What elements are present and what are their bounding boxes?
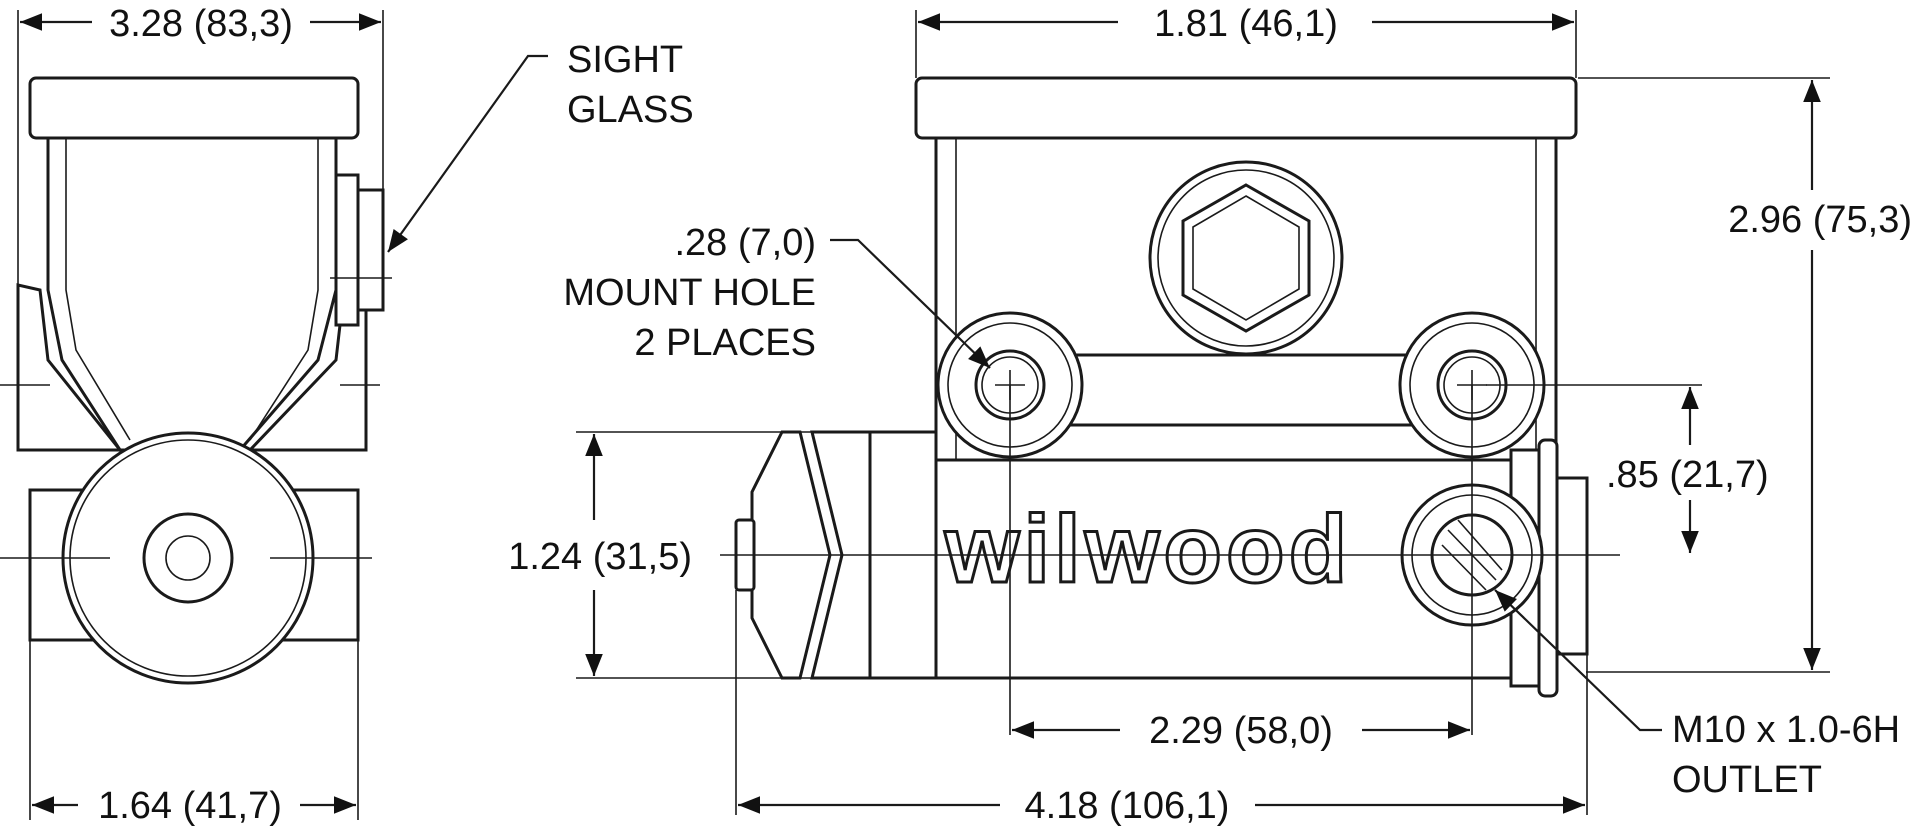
dim-height: 2.96 (75,3) (1728, 80, 1912, 670)
sight-glass-bezel (334, 173, 360, 327)
mount-flange-left (16, 283, 124, 452)
dim-label-overall-length: 4.18 (106,1) (1025, 785, 1230, 827)
outlet-label-line1: M10 x 1.0-6H (1672, 709, 1900, 751)
dim-top-width: 1.81 (46,1) (918, 3, 1574, 45)
dim-left-width: 3.28 (83,3) (20, 3, 381, 45)
dim-label-hole-to-bore: .85 (21,7) (1606, 454, 1769, 496)
reservoir-cap-side (28, 76, 360, 140)
dim-bore-height: 1.24 (31,5) (508, 434, 692, 676)
mount-hole-label-line1: .28 (7,0) (674, 222, 816, 264)
sight-glass-label-line1: SIGHT (567, 39, 683, 81)
bore-end-plug (1555, 476, 1589, 656)
wilwood-logo: wilwood (944, 496, 1352, 603)
dim-label-hole-spacing: 2.29 (58,0) (1149, 710, 1333, 752)
callout-outlet: M10 x 1.0-6H OUTLET (1494, 589, 1900, 801)
reservoir-cap-front (914, 76, 1578, 140)
bore-port-outer (142, 512, 234, 604)
dim-label-height: 2.96 (75,3) (1728, 199, 1912, 241)
dim-overall-length: 4.18 (106,1) (738, 785, 1585, 827)
dim-hole-to-bore: .85 (21,7) (1606, 387, 1769, 553)
dim-label-left-width: 3.28 (83,3) (109, 3, 293, 45)
front-view: wilwood (576, 10, 1830, 815)
side-view (0, 10, 392, 820)
dim-label-top-width: 1.81 (46,1) (1154, 3, 1338, 45)
dim-hole-spacing: 2.29 (58,0) (1012, 710, 1470, 752)
dim-label-bore-height: 1.24 (31,5) (508, 536, 692, 578)
outlet-label-line2: OUTLET (1672, 759, 1822, 801)
fill-plug-hex (1181, 183, 1311, 333)
mount-hole-label-line3: 2 PLACES (634, 322, 816, 364)
callout-sight-glass: SIGHT GLASS (387, 39, 694, 253)
mount-hole-label-line2: MOUNT HOLE (563, 272, 816, 314)
sight-glass-label-line2: GLASS (567, 89, 694, 131)
callout-mount-hole: .28 (7,0) MOUNT HOLE 2 PLACES (563, 222, 991, 369)
dim-label-left-base: 1.64 (41,7) (98, 785, 282, 827)
dim-left-base: 1.64 (41,7) (32, 785, 356, 827)
